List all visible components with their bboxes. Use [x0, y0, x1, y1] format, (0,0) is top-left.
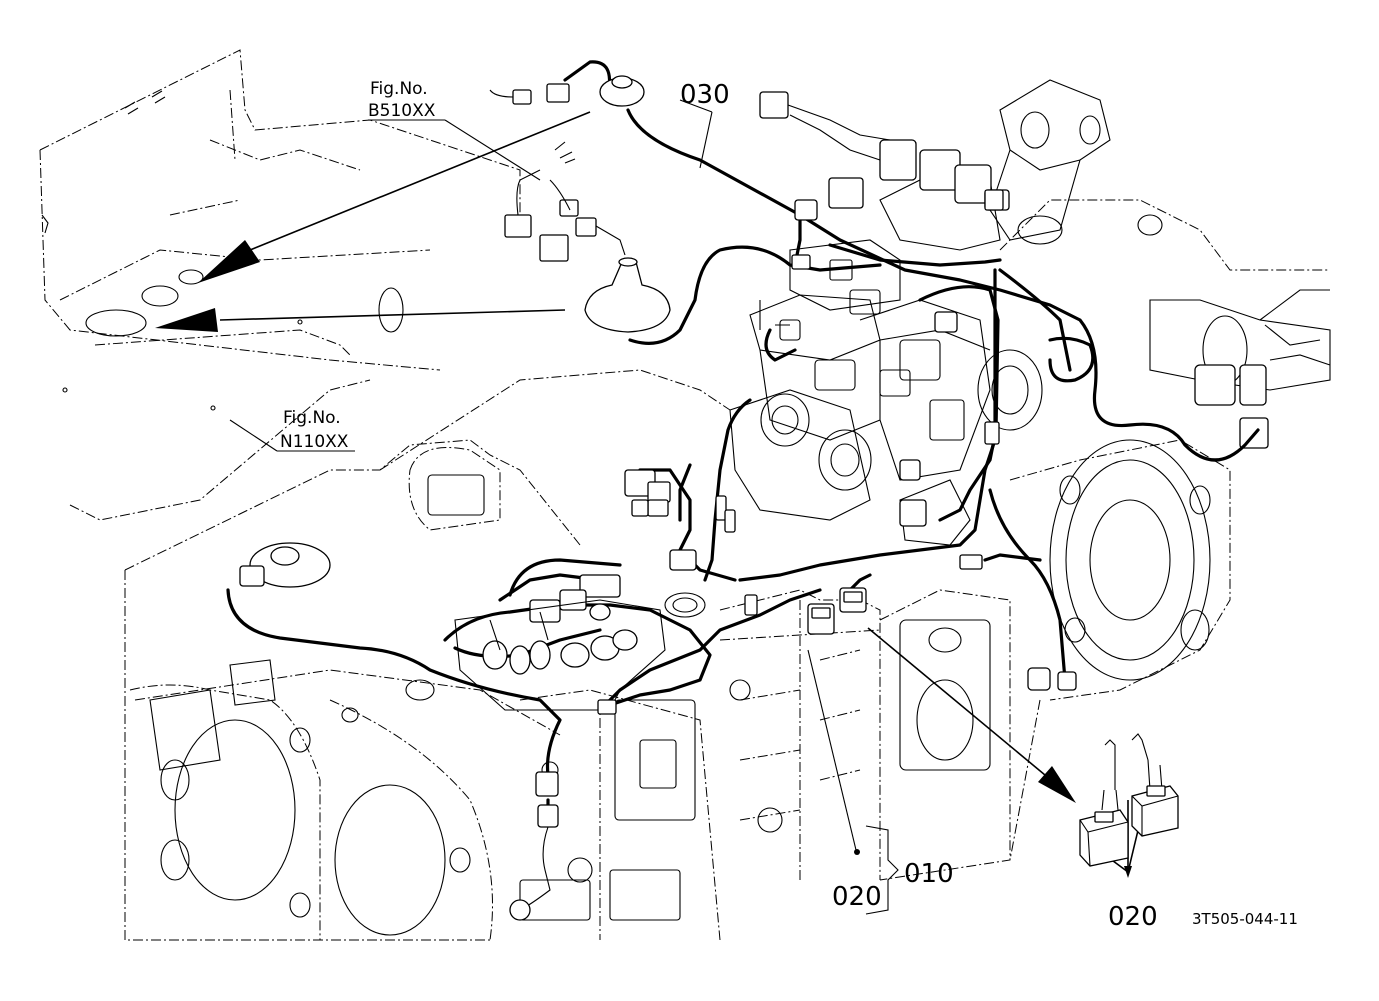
labels: Fig.No. B510XX Fig.No. N110XX 030 010 02…: [280, 79, 1298, 932]
rear-axle-housing: [977, 79, 1331, 861]
harness-components: [239, 75, 1077, 921]
wire-harness-030: [226, 60, 1260, 817]
fig-ref-n110-code: N110XX: [280, 432, 349, 452]
figure-ref-leaders: [229, 99, 713, 452]
solenoid-assembly: [759, 91, 1269, 449]
hydraulic-valve-block: [729, 169, 1001, 546]
fig-ref-b510-label: Fig.No.: [370, 79, 428, 99]
transmission-housing: [124, 369, 1011, 941]
callout-010: 010: [904, 859, 954, 889]
callout-030: 030: [680, 80, 730, 110]
leader-arrows: [155, 111, 1141, 878]
callout-020-main: 020: [832, 882, 882, 912]
callout-020-detail: 020: [1108, 902, 1158, 932]
bracket-010: [807, 649, 899, 915]
drawing-code: 3T505-044-11: [1192, 910, 1298, 928]
fig-ref-n110-label: Fig.No.: [283, 408, 341, 428]
body-panel: [39, 49, 521, 521]
fig-ref-b510-code: B510XX: [368, 101, 436, 121]
connector-detail: [1079, 733, 1179, 867]
